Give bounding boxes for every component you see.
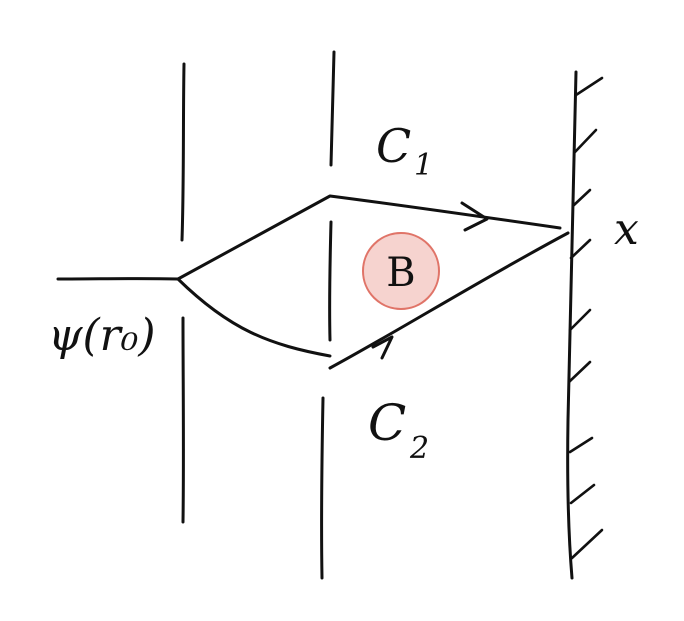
path-c1-arrowhead bbox=[460, 201, 489, 232]
path-c2-arrowhead bbox=[371, 335, 394, 360]
label-c2: C 2 bbox=[368, 394, 429, 466]
magnetic-field-circle bbox=[362, 232, 440, 310]
path-c1-line bbox=[176, 194, 562, 281]
magnetic-field: B bbox=[362, 232, 440, 310]
path-c2-line bbox=[176, 277, 332, 358]
screen-point-label: x bbox=[614, 204, 639, 255]
first-barrier-upper bbox=[180, 62, 186, 242]
path-c2-return bbox=[328, 231, 570, 370]
second-barrier-middle bbox=[328, 220, 333, 342]
detection-screen bbox=[566, 70, 604, 580]
magnetic-field-label: B bbox=[386, 250, 415, 296]
second-barrier bbox=[320, 50, 336, 580]
label-c2-letter: C bbox=[368, 394, 406, 452]
screen-hatching bbox=[567, 76, 604, 560]
source-wavefunction-label: ψ(r₀) bbox=[48, 310, 156, 361]
path-c1 bbox=[176, 194, 562, 281]
label-c1: C 1 bbox=[376, 119, 433, 183]
first-barrier bbox=[180, 62, 186, 524]
label-c2-subscript: 2 bbox=[409, 431, 429, 466]
label-c1-subscript: 1 bbox=[414, 148, 433, 183]
second-barrier-top bbox=[329, 50, 336, 167]
path-c2 bbox=[176, 231, 570, 370]
label-c1-letter: C bbox=[376, 119, 411, 173]
second-barrier-bottom bbox=[320, 396, 325, 580]
